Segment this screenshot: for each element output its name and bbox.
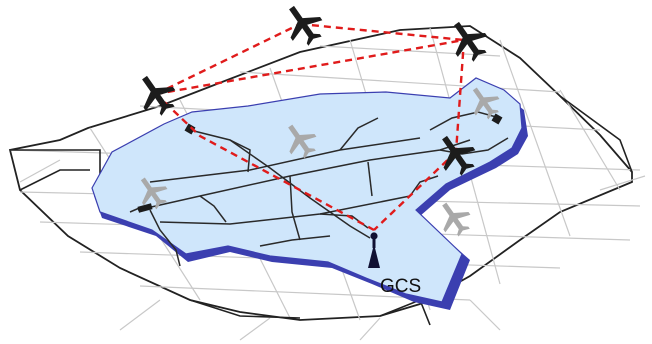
link-plane1-gcs xyxy=(155,93,375,232)
link-plane1-plane2 xyxy=(155,22,301,96)
ground-marker xyxy=(184,123,196,135)
ground-markers xyxy=(137,113,503,213)
ground-marker xyxy=(491,113,503,125)
link-plane3-plane4 xyxy=(454,39,466,153)
operating-area xyxy=(91,77,528,310)
gcs-label: GCS xyxy=(380,276,421,297)
road-network xyxy=(129,111,509,267)
link-plane1-plane3 xyxy=(155,38,465,96)
link-plane4-gcs xyxy=(373,151,457,231)
airplane-icon xyxy=(276,0,330,52)
ground-marker xyxy=(137,203,153,213)
airplane-icon xyxy=(441,13,495,68)
antenna-mast-icon xyxy=(368,232,380,268)
ground-control-station: GCS xyxy=(368,232,421,297)
operating-area-fill xyxy=(91,77,523,303)
link-plane2-plane3 xyxy=(299,22,465,42)
communication-links xyxy=(155,22,466,232)
map-boundary-outline xyxy=(8,25,633,321)
